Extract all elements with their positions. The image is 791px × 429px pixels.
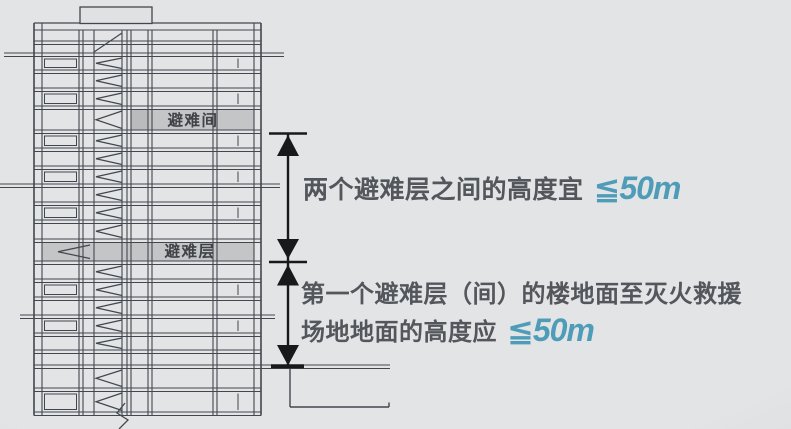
annotation-between-value: ≦50m xyxy=(593,170,682,206)
refuge-room-label: 避难间 xyxy=(167,111,218,130)
dimension-lines xyxy=(269,132,390,408)
annotation-spacing-between-refuge-floors: 两个避难层之间的高度宜 ≦50m xyxy=(303,168,682,206)
annotation-between-text: 两个避难层之间的高度宜 xyxy=(303,176,584,204)
annotation-first-line1: 第一个避难层（间）的楼地面至灭火救援 xyxy=(301,281,742,308)
refuge-floor-label: 避难层 xyxy=(164,242,215,261)
building-structure-lines xyxy=(0,6,390,429)
annotation-first-value: ≦50m xyxy=(507,312,595,348)
annotation-first-line2: 场地地面的高度应 xyxy=(301,319,497,346)
annotation-first-refuge-floor-height: 第一个避难层（间）的楼地面至灭火救援 场地地面的高度应 ≦50m xyxy=(301,277,742,350)
